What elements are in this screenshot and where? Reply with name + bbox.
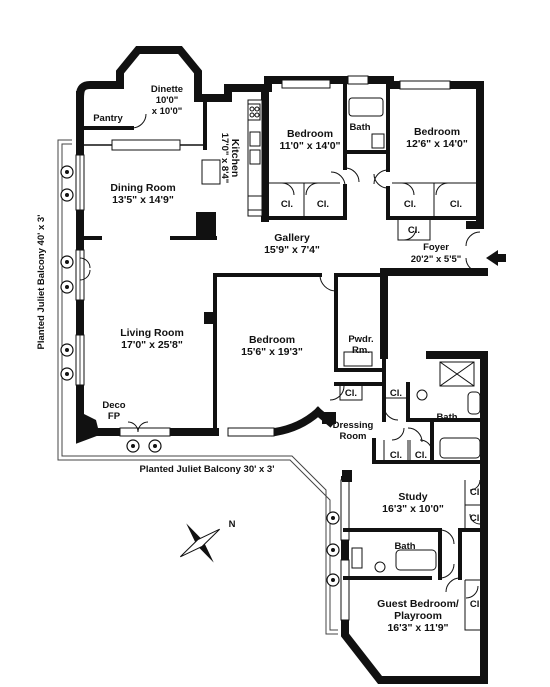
closet-label: Cl. xyxy=(415,450,427,461)
guest-dim: 16'3" x 11'9" xyxy=(387,622,448,634)
bedroom2-name: Bedroom xyxy=(414,126,460,138)
south-balcony xyxy=(78,455,338,635)
wall-piers xyxy=(204,312,352,482)
gallery-name: Gallery xyxy=(274,232,310,244)
pantry-name: Pantry xyxy=(93,113,123,124)
closet-label: Cl. xyxy=(317,199,329,210)
west-windows xyxy=(75,154,85,386)
wall-pier xyxy=(76,410,100,436)
west-balcony-label: Planted Juliet Balcony 40' x 3' xyxy=(36,215,47,350)
dinette-dim1: 10'0" xyxy=(156,95,179,106)
closet-label: Cl. xyxy=(470,599,482,610)
entry-arrow-icon xyxy=(486,250,506,266)
foyer-name: Foyer xyxy=(423,242,449,253)
bedroom1-dim: 11'0" x 14'0" xyxy=(279,140,340,152)
dinette-dim2: x 10'0" xyxy=(152,106,183,117)
powder-name2: Rm. xyxy=(352,345,370,356)
south-windows xyxy=(119,75,451,621)
compass-label: N xyxy=(229,519,236,530)
living-name: Living Room xyxy=(120,327,184,339)
closet-label: Cl. xyxy=(450,199,462,210)
bath3-name: Bath xyxy=(394,541,415,552)
gallery-dim: 15'9" x 7'4" xyxy=(264,244,320,256)
door-swings xyxy=(79,113,481,599)
guest-name1: Guest Bedroom/ xyxy=(377,598,459,610)
foyer-dim: 20'2" x 5'5" xyxy=(411,254,462,265)
interior-walls xyxy=(78,83,486,631)
room-labels: Dinette 10'0" x 10'0" Pantry Kitchen 17'… xyxy=(93,84,468,634)
powder-name1: Pwdr. xyxy=(348,334,373,345)
planter-trees xyxy=(60,165,340,587)
closet-label: Cl. xyxy=(390,450,402,461)
study-name: Study xyxy=(398,491,427,503)
kitchen-dim: 17'0" x 8'4" xyxy=(219,133,230,184)
bedroom3-dim: 15'6" x 19'3" xyxy=(241,346,303,358)
bath-fixtures xyxy=(343,97,481,573)
deco-fp-line1: Deco xyxy=(102,400,125,411)
bedroom1-name: Bedroom xyxy=(287,128,333,140)
dressing-name2: Room xyxy=(340,431,367,442)
bedroom3-name: Bedroom xyxy=(249,334,295,346)
closet-label: Cl. xyxy=(390,388,402,399)
kitchen-fixtures xyxy=(201,99,263,217)
study-dim: 16'3" x 10'0" xyxy=(382,503,444,515)
kitchen-name: Kitchen xyxy=(229,139,241,178)
dressing-name1: Dressing xyxy=(333,420,374,431)
bedroom2-dim: 12'6" x 14'0" xyxy=(406,138,468,150)
compass-icon xyxy=(179,523,221,563)
living-dim: 17'0" x 25'8" xyxy=(121,339,183,351)
closet-label: Cl. xyxy=(470,513,482,524)
south-balcony-label: Planted Juliet Balcony 30' x 3' xyxy=(140,464,275,475)
west-balcony xyxy=(57,139,78,461)
closet-label: Cl. xyxy=(281,199,293,210)
dining-dim: 13'5" x 14'9" xyxy=(112,194,174,206)
closet-label: Cl. xyxy=(404,199,416,210)
closet-label: Cl. xyxy=(470,487,482,498)
dining-name: Dining Room xyxy=(110,182,175,194)
dinette-name: Dinette xyxy=(151,84,183,95)
bath1-name: Bath xyxy=(349,122,370,133)
deco-fp-line2: FP xyxy=(108,411,121,422)
closet-label: Cl. xyxy=(408,225,420,236)
guest-name2: Playroom xyxy=(394,610,442,622)
closet-label: Cl. xyxy=(345,388,357,399)
bath2-name: Bath xyxy=(436,412,457,423)
closet-labels: Cl. Cl. Cl. Cl. Cl. Cl. Cl. Cl. Cl. Cl. … xyxy=(281,199,482,610)
